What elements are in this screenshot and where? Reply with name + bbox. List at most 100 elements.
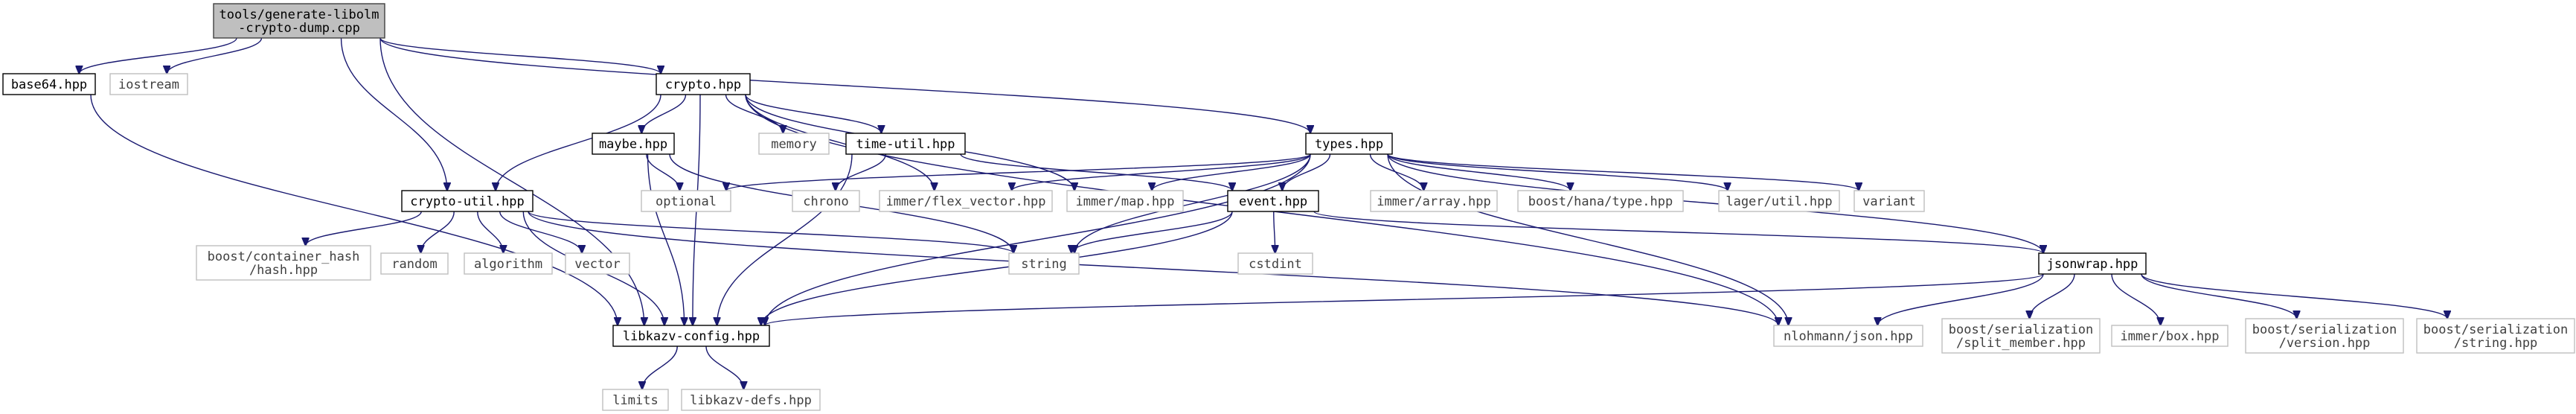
- edge-cryptoutil-to-nlohmann: [528, 211, 1778, 325]
- node-box-cstdint: [1237, 252, 1313, 275]
- edge-root-to-crypto: [379, 37, 661, 74]
- node-chrono: chrono: [792, 190, 860, 212]
- node-immermap: immer/map.hpp: [1066, 190, 1184, 212]
- node-label-timeutil-0: time-util.hpp: [856, 137, 955, 152]
- node-label-splitmember-1: /split_member.hpp: [1956, 336, 2086, 351]
- node-box-jsonwrap: [2038, 252, 2147, 275]
- node-label-containerhash-0: boost/container_hash: [208, 249, 360, 264]
- node-box-libkazvdefs: [681, 389, 821, 411]
- node-label-serversion-0: boost/serialization: [2252, 322, 2397, 337]
- edge-jsonwrap-to-immerbox: [2111, 273, 2161, 325]
- node-label-immerarray-0: immer/array.hpp: [1377, 194, 1491, 209]
- edge-timeutil-to-libkazvconfig: [717, 153, 853, 325]
- node-box-iostream: [109, 73, 188, 95]
- node-string: string: [1008, 252, 1080, 275]
- node-timeutil[interactable]: time-util.hpp: [845, 133, 966, 155]
- node-label-nlohmann-0: nlohmann/json.hpp: [1784, 329, 1913, 344]
- edge-cryptoutil-to-vector: [499, 211, 582, 253]
- edge-cryptoutil-to-containerhash: [306, 211, 422, 246]
- node-box-string: [1008, 252, 1080, 275]
- node-crypto[interactable]: crypto.hpp: [656, 73, 751, 95]
- node-label-string-0: string: [1021, 257, 1066, 272]
- edge-types-to-hanatype: [1387, 153, 1570, 191]
- node-box-optional: [641, 190, 731, 212]
- edge-libkazvconfig-to-libkazvdefs: [705, 345, 743, 389]
- edge-types-to-flexvector: [1012, 153, 1311, 191]
- node-box-memory: [758, 133, 830, 155]
- edge-event-to-string: [1071, 211, 1233, 253]
- edge-types-to-immermap: [1152, 153, 1311, 191]
- node-label-vector-0: vector: [574, 257, 620, 272]
- node-label-serversion-1: /version.hpp: [2279, 336, 2371, 351]
- edge-jsonwrap-to-libkazvconfig: [765, 273, 2044, 325]
- node-box-base64: [2, 73, 96, 95]
- edge-maybe-to-libkazvconfig: [647, 153, 685, 325]
- node-memory: memory: [758, 133, 830, 155]
- edge-root-to-cryptoutil: [340, 37, 447, 191]
- node-immerbox: immer/box.hpp: [2111, 325, 2229, 347]
- edge-crypto-to-memory: [725, 94, 784, 133]
- node-immerarray: immer/array.hpp: [1370, 190, 1498, 212]
- node-label-root-1: -crypto-dump.cpp: [238, 21, 360, 36]
- edge-types-to-nlohmann: [1387, 153, 1788, 325]
- node-label-chrono-0: chrono: [803, 194, 848, 209]
- node-label-optional-0: optional: [656, 194, 717, 209]
- edge-types-to-lagerutil: [1387, 153, 1728, 191]
- node-containerhash: boost/container_hash/hash.hpp: [196, 245, 371, 281]
- node-box-containerhash: [196, 245, 371, 281]
- edge-root-to-iostream: [167, 37, 263, 74]
- node-label-libkazvdefs-0: libkazv-defs.hpp: [690, 393, 812, 408]
- node-libkazvconfig[interactable]: libkazv-config.hpp: [612, 325, 770, 347]
- node-box-limits: [602, 389, 669, 411]
- edge-maybe-to-optional: [646, 153, 680, 191]
- node-label-splitmember-0: boost/serialization: [1949, 322, 2093, 337]
- node-label-immerbox-0: immer/box.hpp: [2120, 329, 2219, 344]
- edge-jsonwrap-to-serversion: [2141, 273, 2297, 319]
- node-label-base64-0: base64.hpp: [11, 77, 87, 92]
- edge-event-to-cstdint: [1274, 211, 1275, 253]
- node-cstdint: cstdint: [1237, 252, 1313, 275]
- edge-jsonwrap-to-nlohmann: [1877, 273, 2044, 325]
- node-layer: tools/generate-libolm-crypto-dump.cpp bas…: [2, 3, 2575, 411]
- node-types[interactable]: types.hpp: [1305, 133, 1393, 155]
- node-box-algorithm: [464, 252, 553, 275]
- node-label-random-0: random: [391, 257, 437, 272]
- edge-crypto-to-flexvector: [745, 94, 935, 191]
- node-nlohmann: nlohmann/json.hpp: [1773, 325, 1923, 347]
- node-box-vector: [565, 252, 630, 275]
- node-jsonwrap[interactable]: jsonwrap.hpp: [2038, 252, 2147, 275]
- node-flexvector: immer/flex_vector.hpp: [879, 190, 1053, 212]
- node-box-random: [380, 252, 449, 275]
- node-event[interactable]: event.hpp: [1227, 190, 1319, 212]
- node-label-event-0: event.hpp: [1239, 194, 1307, 209]
- node-box-flexvector: [879, 190, 1053, 212]
- edge-cryptoutil-to-string: [528, 211, 1013, 253]
- node-maybe[interactable]: maybe.hpp: [592, 133, 675, 155]
- node-base64[interactable]: base64.hpp: [2, 73, 96, 95]
- edge-types-to-string: [1074, 153, 1311, 253]
- node-label-iostream-0: iostream: [118, 77, 179, 92]
- node-splitmember: boost/serialization/split_member.hpp: [1941, 318, 2101, 354]
- node-box-serversion: [2245, 318, 2404, 354]
- node-vector: vector: [565, 252, 630, 275]
- node-cryptoutil[interactable]: crypto-util.hpp: [401, 190, 534, 212]
- node-label-memory-0: memory: [771, 137, 816, 152]
- node-random: random: [380, 252, 449, 275]
- node-hanatype: boost/hana/type.hpp: [1517, 190, 1684, 212]
- node-box-immerarray: [1370, 190, 1498, 212]
- node-root[interactable]: tools/generate-libolm-crypto-dump.cpp: [213, 3, 385, 39]
- node-serversion: boost/serialization/version.hpp: [2245, 318, 2404, 354]
- node-label-maybe-0: maybe.hpp: [599, 137, 667, 152]
- edge-crypto-to-maybe: [641, 94, 687, 133]
- node-box-root: [213, 3, 385, 39]
- node-box-immerbox: [2111, 325, 2229, 347]
- edge-jsonwrap-to-splitmember: [2030, 273, 2075, 319]
- edge-types-to-variant: [1387, 153, 1859, 191]
- node-label-root-0: tools/generate-libolm: [220, 7, 379, 22]
- node-lagerutil: lager/util.hpp: [1718, 190, 1840, 212]
- node-label-limits-0: limits: [612, 393, 658, 408]
- edge-types-to-libkazvconfig: [765, 153, 1311, 325]
- edge-types-to-optional: [726, 153, 1311, 191]
- node-box-crypto: [656, 73, 751, 95]
